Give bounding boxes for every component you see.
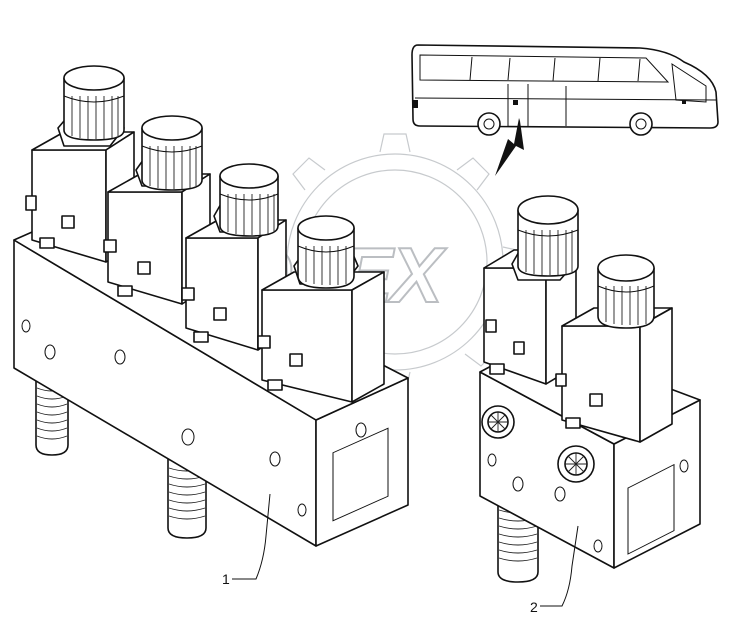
valve-block-assembly-2: 2: [479, 195, 701, 615]
solenoid-valve-3: [181, 163, 287, 351]
pressure-gauge-left: [481, 405, 515, 439]
solenoid-valve-6: [555, 254, 673, 443]
callout-2-leader: [540, 525, 579, 607]
solenoid-valve-4: [257, 215, 385, 403]
location-arrow: [495, 118, 524, 176]
bus-icon: [411, 44, 719, 136]
callout-2: 2: [530, 599, 538, 615]
callout-1-leader: [232, 493, 271, 580]
pressure-gauge-right: [557, 445, 595, 483]
callout-1: 1: [222, 571, 230, 587]
valve-block-assembly-1: 1: [13, 65, 409, 587]
